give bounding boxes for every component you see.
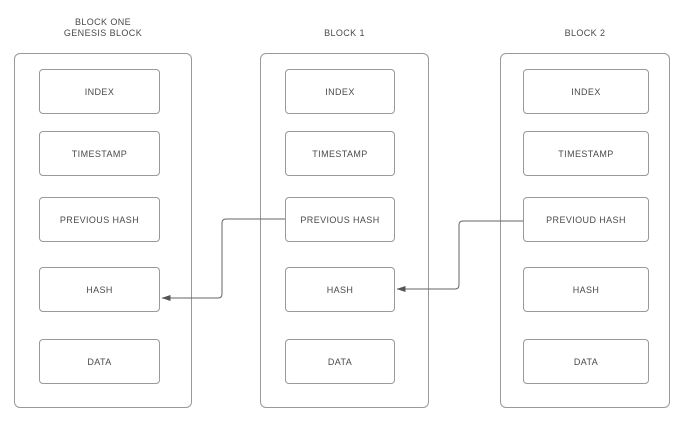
block-2-field-timestamp: TIMESTAMP xyxy=(523,131,649,176)
block-genesis-title-line1: BLOCK ONE xyxy=(74,17,132,27)
block-1-field-previous-hash: PREVIOUS HASH xyxy=(285,197,395,242)
block-genesis-container: INDEX TIMESTAMP PREVIOUS HASH HASH DATA xyxy=(14,53,192,408)
block-genesis-title: BLOCK ONE GENESIS BLOCK xyxy=(14,17,192,39)
block-1-field-data: DATA xyxy=(285,339,395,384)
block-1-container: INDEX TIMESTAMP PREVIOUS HASH HASH DATA xyxy=(260,53,429,408)
genesis-field-index: INDEX xyxy=(39,69,160,114)
genesis-field-hash: HASH xyxy=(39,267,160,312)
block-2-field-index: INDEX xyxy=(523,69,649,114)
block-2-container: INDEX TIMESTAMP PREVIOUD HASH HASH DATA xyxy=(500,53,670,408)
block-1-field-index: INDEX xyxy=(285,69,395,114)
genesis-field-previous-hash: PREVIOUS HASH xyxy=(39,197,160,242)
genesis-field-data: DATA xyxy=(39,339,160,384)
block-2-title: BLOCK 2 xyxy=(500,28,670,39)
block-1-field-timestamp: TIMESTAMP xyxy=(285,131,395,176)
genesis-field-timestamp: TIMESTAMP xyxy=(39,131,160,176)
block-2-field-previoud-hash: PREVIOUD HASH xyxy=(523,197,649,242)
block-1-title: BLOCK 1 xyxy=(260,28,429,39)
block-1-title-line1: BLOCK 1 xyxy=(324,28,365,38)
block-genesis-title-line2: GENESIS BLOCK xyxy=(63,28,143,38)
block-2-title-line1: BLOCK 2 xyxy=(564,28,606,38)
block-2-field-data: DATA xyxy=(523,339,649,384)
block-2-field-hash: HASH xyxy=(523,267,649,312)
block-1-field-hash: HASH xyxy=(285,267,395,312)
